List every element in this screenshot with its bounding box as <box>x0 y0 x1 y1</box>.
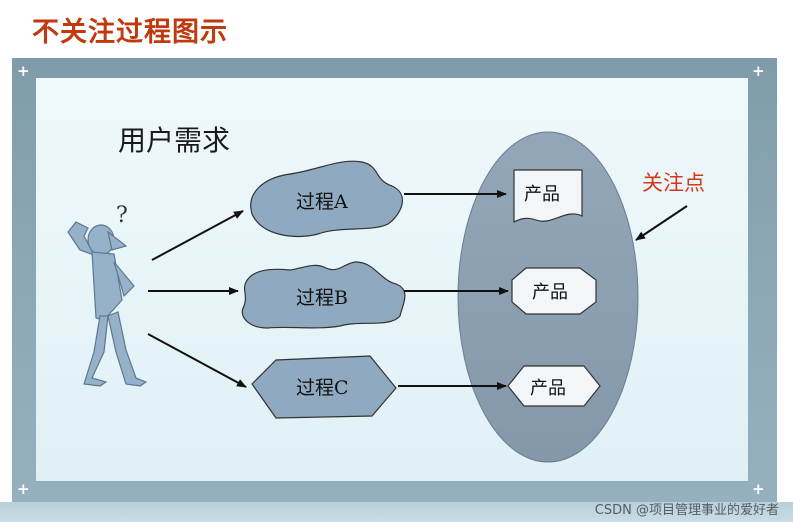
bottom-band <box>0 502 793 522</box>
frame-corner-plus-icon: + <box>752 480 765 498</box>
frame-corner-plus-icon: + <box>17 480 30 498</box>
frame-corner-plus-icon: + <box>17 62 30 80</box>
product-2-shape <box>511 267 597 315</box>
process-a-shape <box>250 160 403 238</box>
process-a-label: 过程A <box>296 191 348 213</box>
process-b-shape <box>241 261 406 329</box>
arrow-user-to-process-c <box>147 333 247 388</box>
process-c-shape <box>251 355 397 419</box>
arrow-focus-to-ellipse <box>635 205 688 241</box>
product-1-shape <box>513 169 583 223</box>
user-needs-label: 用户需求 <box>118 124 230 157</box>
product-1-label: 产品 <box>524 184 560 205</box>
frame-corner-plus-icon: + <box>752 62 765 80</box>
csdn-watermark: CSDN @项目管理事业的爱好者 <box>594 503 779 518</box>
product-3-shape <box>507 365 601 407</box>
focus-point-label: 关注点 <box>642 171 705 195</box>
product-3-label: 产品 <box>530 378 566 399</box>
process-b-label: 过程B <box>296 287 348 309</box>
process-c-label: 过程C <box>296 377 349 399</box>
product-2-label: 产品 <box>532 282 568 303</box>
question-mark: ? <box>116 203 128 228</box>
page-title: 不关注过程图示 <box>32 17 228 48</box>
arrow-user-to-process-a <box>151 210 244 261</box>
thinking-person-icon <box>67 221 148 387</box>
